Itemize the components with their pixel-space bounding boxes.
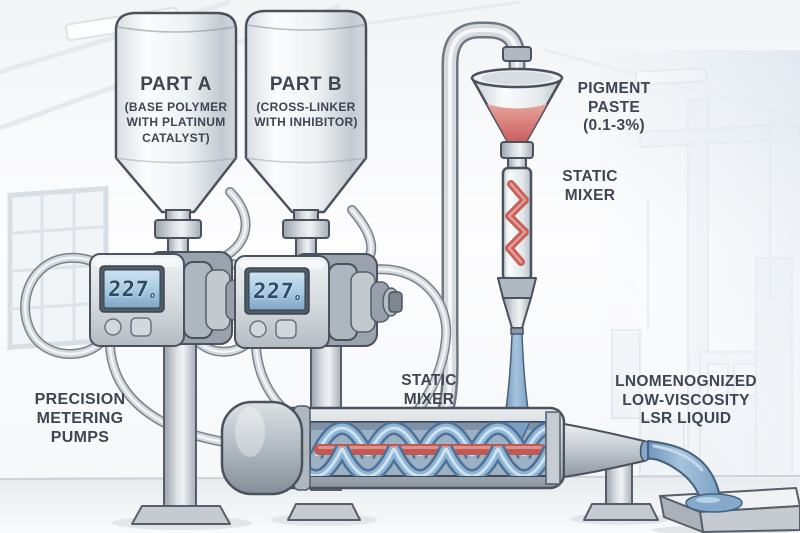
label-output-lsr: LNOMENOGNIZED LOW-VISCOSITY LSR LIQUID [615,373,757,428]
pump-b-button-square [275,319,297,339]
pump-a-button-round [104,318,122,336]
label-precision-metering-pumps: PRECISION METERING PUMPS [34,391,126,447]
horizontal-static-mixer [220,400,651,496]
label-static-mixer-horizontal: STATIC MIXER [401,372,457,408]
part-a-title: PART A [140,74,212,95]
metering-pump-a [89,251,258,347]
pigment-fill [487,104,547,142]
hopper-part-b [244,9,368,259]
pigment-funnel [470,67,564,171]
pump-b-button-round [249,320,267,338]
metering-pump-b [234,253,403,349]
pump-a-button-square [130,317,152,337]
pump-a-display-value: 227 o [107,277,156,301]
right-haze [600,50,800,490]
pump-a-lcd [103,269,161,309]
mixer-end-cap [220,400,304,496]
vertical-static-mixer [497,166,537,335]
part-b-title: PART B [269,74,343,95]
label-static-mixer-vertical: STATIC MIXER [562,168,618,204]
pump-b-display-value: 227 o [252,279,301,303]
hose-sweep-to-mixer [339,264,452,435]
transfer-pipe [435,21,532,425]
support-mixer-right [583,463,659,521]
pump-b-lcd [248,271,306,311]
hopper-part-a [114,11,238,257]
hose-hopper-a-to-pump [217,187,251,263]
output-liquid-stream [647,440,743,513]
label-part-b: PART B (CROSS-LINKER WITH INHIBITOR) [254,74,358,130]
hose-loop-pump-a [20,252,111,359]
label-part-a: PART A (BASE POLYMER WITH PLATINUM CATAL… [124,74,228,145]
mixer-helix [310,422,548,476]
label-pigment-paste: PIGMENT PASTE (0.1-3%) [577,80,651,135]
